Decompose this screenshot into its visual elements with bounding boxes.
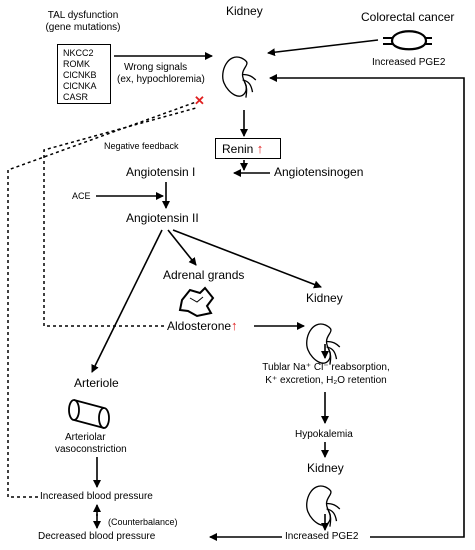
arteriolar-label: Arteriolar: [65, 432, 106, 443]
dashed-bp-feedback: [7, 101, 197, 498]
arteriole-icon: [68, 399, 110, 429]
tal-title: TAL dysfunction: [47, 10, 119, 21]
gene-item: ClCNKA: [63, 81, 97, 91]
aldosterone-up-arrow-icon: ↑: [231, 318, 238, 333]
arrow-ang2-to-kidney: [172, 229, 322, 289]
angiotensin-2-label: Angiotensin II: [126, 211, 199, 225]
renin-label: Renin: [222, 142, 254, 156]
arteriole-label: Arteriole: [74, 376, 119, 390]
colon-icon: [383, 30, 432, 51]
hypokalemia-label: Hypokalemia: [295, 429, 353, 440]
angiotensin-1-label: Angiotensin I: [126, 165, 196, 179]
gene-item: ROMK: [63, 59, 90, 69]
wrong-signals-label: Wrong signals: [124, 62, 188, 73]
increased-pge2-bottom-label: Increased PGE2: [285, 531, 359, 542]
gene-item: NKCC2: [63, 48, 94, 58]
increased-pge2-top-label: Increased PGE2: [372, 57, 446, 68]
angiotensinogen-label: Angiotensinogen: [274, 165, 364, 179]
dashed-aldosterone-feedback: [43, 107, 197, 327]
arrow-ang2-to-adrenal: [167, 229, 197, 266]
renin-box: Renin ↑: [215, 138, 281, 159]
arrow-cancer-to-kidney: [267, 39, 379, 57]
kidney-top-label: Kidney: [226, 4, 263, 18]
colorectal-cancer-label: Colorectal cancer: [361, 10, 455, 24]
adrenal-gland-detail: [189, 296, 204, 303]
arrow-pge2-feedback-loop: [269, 74, 465, 538]
renin-up-arrow-icon: ↑: [256, 141, 264, 156]
aldosterone-label: Aldosterone↑: [167, 318, 238, 334]
kidney-icon-bottom: [306, 485, 341, 527]
kidney-bottom-label: Kidney: [307, 461, 344, 475]
gene-mutation-box: NKCC2 ROMK ClCNKB ClCNKA CASR: [57, 44, 111, 104]
wrong-signals-example: (ex, hypochloremia): [117, 74, 205, 85]
tal-subtitle: (gene mutations): [45, 22, 121, 33]
kidney-icon-mid: [306, 323, 341, 365]
kidney-mid-label: Kidney: [306, 291, 343, 305]
ace-label: ACE: [72, 191, 91, 201]
vasoconstriction-label: vasoconstriction: [55, 444, 127, 455]
arrow-ang2-to-arteriole: [91, 229, 163, 373]
gene-item: ClCNKB: [63, 70, 97, 80]
negative-feedback-label: Negative feedback: [104, 141, 179, 151]
decreased-bp-label: Decreased blood pressure: [38, 531, 156, 542]
tubular-effect-line1: Tublar Na⁺ Cl⁻ reabsorption,: [262, 362, 390, 373]
kidney-icon-top: [222, 56, 257, 98]
increased-bp-label: Increased blood pressure: [40, 491, 153, 502]
adrenal-glands-label: Adrenal grands: [163, 268, 245, 282]
block-x-icon: ✕: [194, 93, 205, 108]
gene-item: CASR: [63, 92, 89, 102]
counterbalance-label: (Counterbalance): [108, 517, 178, 527]
tubular-effect-line2: K⁺ excretion, H₂O retention: [265, 375, 387, 386]
adrenal-gland-icon: [178, 286, 215, 318]
aldosterone-text: Aldosterone: [167, 319, 232, 333]
